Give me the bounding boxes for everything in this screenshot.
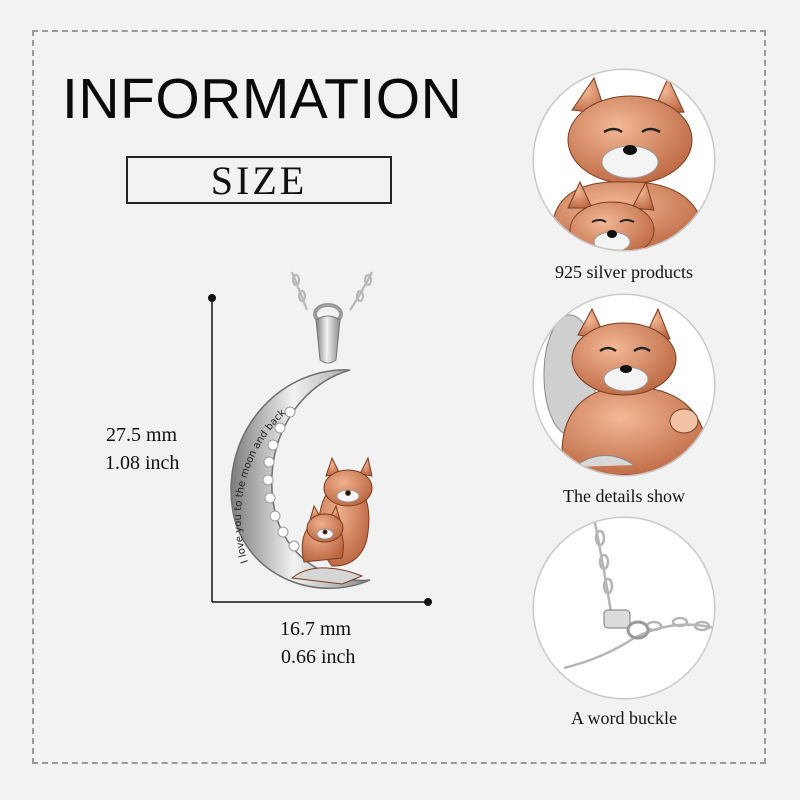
crescent-moon [230, 369, 371, 589]
width-mm-label: 16.7 mm [280, 618, 352, 640]
detail-caption-silver: 925 silver products [555, 262, 693, 282]
bail [313, 303, 343, 364]
fox-figures [290, 456, 373, 585]
chain-clasp-closeup-icon [534, 518, 714, 698]
width-inch-label: 0.66 inch [281, 646, 356, 668]
width-end-dot [424, 598, 432, 606]
dashed-frame [32, 30, 766, 764]
page-title: INFORMATION [62, 67, 463, 131]
detail-circle-silver [534, 70, 714, 250]
crystal-stones [262, 406, 300, 552]
fox-pair-closeup-icon [534, 70, 714, 250]
detail-caption-buckle: A word buckle [571, 708, 677, 728]
detail-caption-details: The details show [563, 486, 685, 506]
size-label: SIZE [210, 157, 308, 203]
pendant-image: I love you to the moon and back [230, 271, 373, 589]
chain [290, 271, 373, 311]
height-mm-label: 27.5 mm [106, 424, 178, 446]
size-box: SIZE [126, 156, 392, 204]
height-top-dot [208, 294, 216, 302]
fox-cub-hug-closeup-icon [534, 295, 714, 475]
height-inch-label: 1.08 inch [105, 452, 180, 474]
detail-circle-buckle [534, 518, 714, 698]
detail-circle-details [534, 295, 714, 475]
